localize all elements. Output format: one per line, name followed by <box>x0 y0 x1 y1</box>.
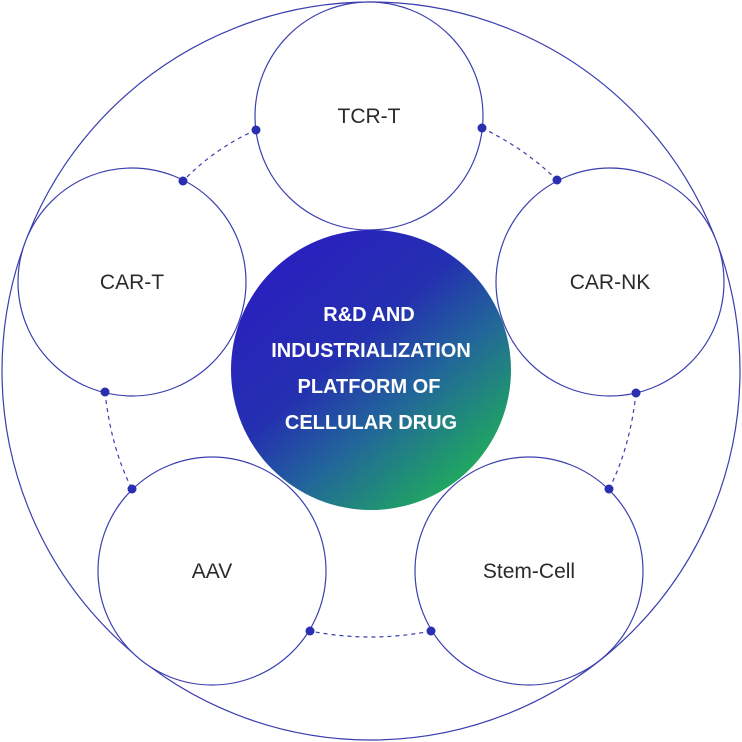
dot <box>426 626 436 636</box>
connector-aav-car-t <box>104 391 133 490</box>
node-label-car-t: CAR-T <box>100 271 164 294</box>
connector-car-nk-stem-cell <box>608 392 637 490</box>
center-title-line-3: PLATFORM OF <box>298 376 441 398</box>
dot <box>604 484 614 494</box>
dot <box>552 175 562 185</box>
dot <box>251 125 261 135</box>
node-circle-tcr-t[interactable] <box>254 1 484 231</box>
connectors <box>104 127 637 638</box>
center-title-line-1: R&D AND <box>323 304 414 326</box>
node-circle-stem-cell[interactable] <box>414 456 644 686</box>
node-circle-car-nk[interactable] <box>495 167 725 397</box>
center-title-line-4: CELLULAR DRUG <box>285 412 457 434</box>
node-label-aav: AAV <box>192 560 232 583</box>
node-circle-car-t[interactable] <box>17 167 247 397</box>
connector-tcr-t-car-nk <box>481 127 558 181</box>
node-circle-aav[interactable] <box>97 456 327 686</box>
dot <box>178 176 188 186</box>
connector-stem-cell-aav <box>309 630 432 638</box>
dot <box>305 626 315 636</box>
node-label-tcr-t: TCR-T <box>338 105 401 128</box>
dot <box>100 387 110 397</box>
dot <box>477 123 487 133</box>
dot <box>127 484 137 494</box>
connector-dots <box>100 123 641 636</box>
center-circle <box>231 230 511 510</box>
node-label-stem-cell: Stem-Cell <box>483 560 575 583</box>
node-label-car-nk: CAR-NK <box>570 271 651 294</box>
center-title-line-2: INDUSTRIALIZATION <box>271 340 471 362</box>
connector-tcr-t-car-t <box>182 129 257 182</box>
dot <box>631 388 641 398</box>
